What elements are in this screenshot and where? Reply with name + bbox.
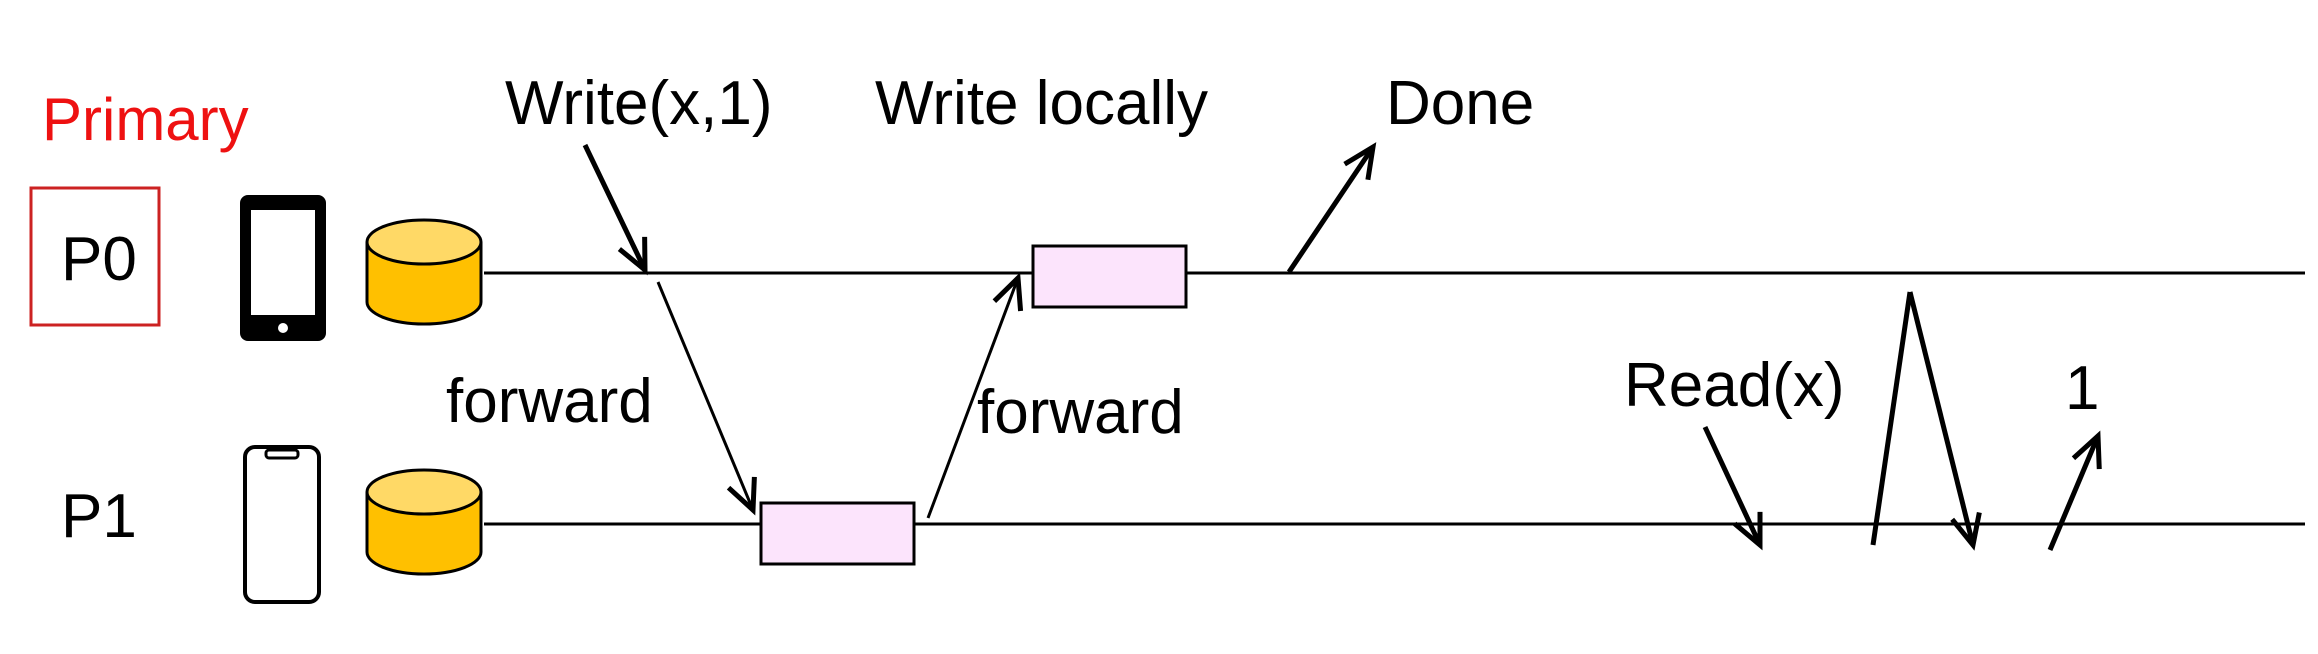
- read-result-arrow: [2047, 430, 2102, 551]
- forward-down-arrow: [656, 281, 757, 516]
- read-request-label: Read(x): [1624, 351, 1845, 420]
- phone-outline-icon: [243, 445, 321, 604]
- p1-process-label: P1: [61, 482, 137, 551]
- done-arrow: [1286, 142, 1377, 274]
- primary-role-label: Primary: [42, 86, 249, 153]
- forward-up-arrow: [926, 272, 1024, 519]
- read-sync-up-line: [1870, 291, 1913, 546]
- p0-process-label: P0: [61, 225, 137, 294]
- p0-write-operation-box: [1031, 244, 1188, 309]
- read-request-arrow: [1702, 425, 1763, 551]
- done-label: Done: [1386, 69, 1535, 138]
- write-request-label: Write(x,1): [505, 69, 773, 138]
- forward-down-label: forward: [446, 367, 653, 436]
- p1-write-operation-box: [759, 501, 916, 566]
- write-locally-label: Write locally: [875, 69, 1209, 138]
- storage-cylinder-icon: [365, 218, 483, 326]
- forward-up-label: forward: [977, 378, 1184, 447]
- read-result-label: 1: [2065, 354, 2100, 423]
- read-sync-down-arrow: [1907, 291, 1982, 551]
- phone-filled-icon: [240, 195, 326, 341]
- write-request-arrow: [582, 143, 648, 276]
- primary-process-box: [29, 186, 161, 327]
- storage-cylinder-icon: [365, 468, 483, 576]
